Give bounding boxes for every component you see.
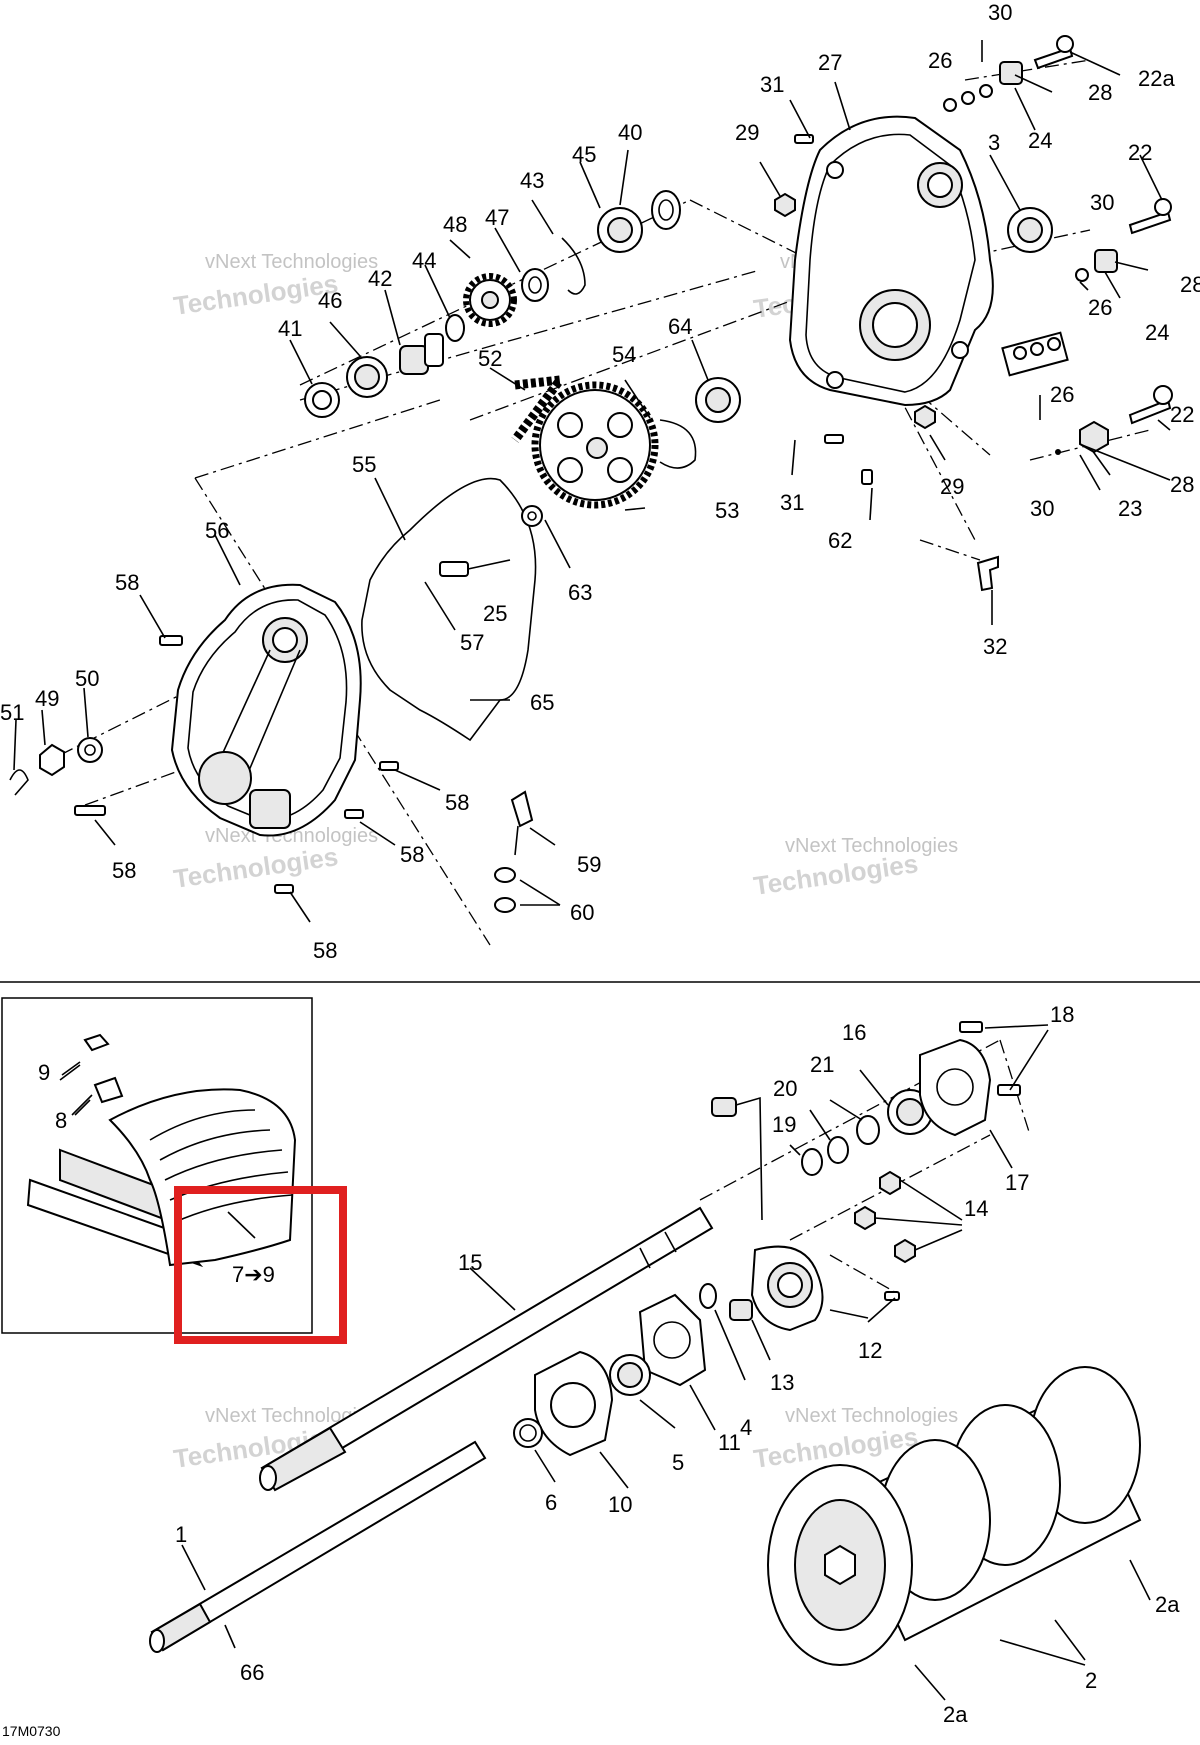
part-label: 14 (964, 1196, 988, 1221)
part-label: 30 (988, 0, 1012, 25)
gearbox-cover-front (170, 583, 362, 837)
part-label: 52 (478, 346, 502, 371)
part-label: 28 (1088, 80, 1112, 105)
part-label: 47 (485, 205, 509, 230)
diagram-code: 17M0730 (2, 1723, 61, 1739)
part-label: 19 (772, 1112, 796, 1137)
part-label: 13 (770, 1370, 794, 1395)
gearbox-housing-rear (788, 115, 994, 407)
part-label: 2a (943, 1702, 968, 1727)
part-label: 24 (1145, 320, 1169, 345)
part-label: 48 (443, 212, 467, 237)
part-label: 44 (412, 248, 436, 273)
leader-lines-top (13, 40, 1171, 923)
part-label: 50 (75, 666, 99, 691)
part-label: 21 (810, 1052, 834, 1077)
part-label: 58 (313, 938, 337, 963)
part-label: 15 (458, 1250, 482, 1275)
part-label: 1 (175, 1522, 187, 1547)
part-label: 29 (940, 474, 964, 499)
part-label: 8 (55, 1108, 67, 1133)
part-label: 54 (612, 342, 636, 367)
part-label: 11 (718, 1430, 741, 1455)
part-label: 22 (1128, 140, 1152, 165)
inset-label: 7➔9 (232, 1262, 275, 1287)
part-label: 3 (988, 130, 1000, 155)
part-label: 25 (483, 601, 507, 626)
part-label: 57 (460, 630, 484, 655)
part-label: 58 (445, 790, 469, 815)
part-label: 22a (1138, 66, 1175, 91)
part-label: 58 (400, 842, 424, 867)
part-label: 22 (1170, 402, 1194, 427)
part-label: 46 (318, 288, 342, 313)
part-label: 16 (842, 1020, 866, 1045)
part-label: 60 (570, 900, 594, 925)
highlight-box (174, 1186, 347, 1344)
watermark-text: Technologies (172, 268, 340, 321)
part-label: 63 (568, 580, 592, 605)
part-label: 10 (608, 1492, 632, 1517)
part-label: 51 (0, 700, 24, 725)
leader-lines-bottom (61, 1024, 1151, 1701)
part-label: 59 (577, 852, 601, 877)
part-label: 12 (858, 1338, 882, 1363)
track-illustration (26, 1033, 297, 1268)
watermark-text: vNext Technologies (205, 1405, 378, 1427)
drive-shaft-15 (259, 1206, 714, 1492)
part-label: 28 (1170, 472, 1194, 497)
watermark-text: vNext Technologies (205, 251, 378, 273)
drive-shaft-1 (149, 1440, 487, 1653)
part-label: 26 (928, 48, 952, 73)
part-label: 30 (1090, 190, 1114, 215)
bearing-housings-bottom (513, 1021, 1021, 1457)
part-label: 9 (38, 1060, 50, 1085)
part-label: 45 (572, 142, 596, 167)
watermark-text: Technologies (172, 841, 340, 894)
part-label: 26 (1050, 382, 1074, 407)
part-label: 32 (983, 634, 1007, 659)
part-label: 64 (668, 314, 692, 339)
part-label: 27 (818, 50, 842, 75)
part-label: 65 (530, 690, 554, 715)
part-label: 43 (520, 168, 544, 193)
part-label: 40 (618, 120, 642, 145)
fasteners-top (74, 35, 1173, 894)
part-label: 26 (1088, 295, 1112, 320)
part-label: 18 (1050, 1002, 1074, 1027)
part-label: 55 (352, 452, 376, 477)
part-label: 41 (278, 316, 302, 341)
part-label: 62 (828, 528, 852, 553)
part-label: 49 (35, 686, 59, 711)
part-label: 23 (1118, 496, 1142, 521)
part-label: 6 (545, 1490, 557, 1515)
driven-sprocket (531, 381, 659, 509)
part-label: 2a (1155, 1592, 1180, 1617)
part-label: 24 (1028, 128, 1052, 153)
watermark-text: vNext Technologies (785, 1405, 958, 1427)
part-label: 31 (780, 490, 804, 515)
part-label: 58 (115, 570, 139, 595)
part-label: 30 (1030, 496, 1054, 521)
part-label: 4 (740, 1415, 752, 1440)
part-label: 66 (240, 1660, 264, 1685)
drive-sprocket (463, 273, 517, 327)
watermark-text: vNext Technologies (785, 835, 958, 857)
part-label: 28 (1180, 272, 1200, 297)
part-label: 17 (1005, 1170, 1029, 1195)
part-label: 42 (368, 266, 392, 291)
drive-sprocket-wheel (767, 1366, 1142, 1666)
part-label: 56 (205, 518, 229, 543)
part-label: 53 (715, 498, 739, 523)
part-label: 20 (773, 1076, 797, 1101)
part-label: 58 (112, 858, 136, 883)
part-label: 31 (760, 72, 784, 97)
part-label: 5 (672, 1450, 684, 1475)
bearings-and-rings (9, 190, 1053, 913)
part-label: 2 (1085, 1668, 1097, 1693)
part-label: 29 (735, 120, 759, 145)
